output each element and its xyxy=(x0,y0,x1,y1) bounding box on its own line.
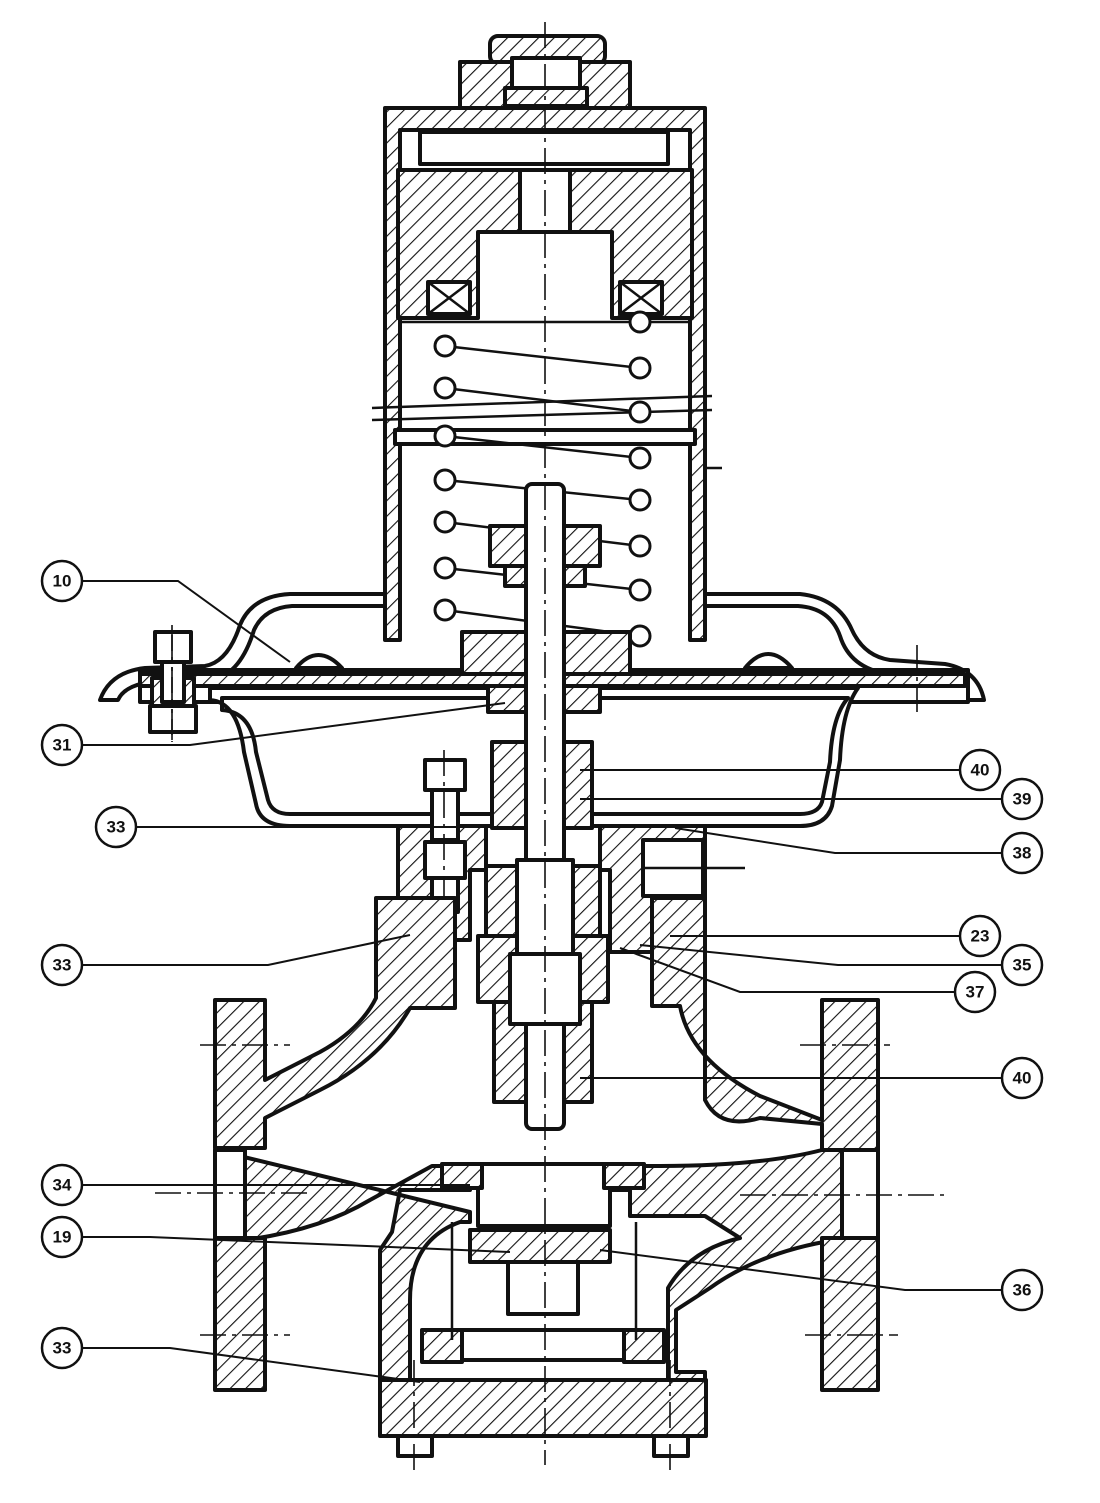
callout-label: 31 xyxy=(53,736,72,755)
callout-38: 38 xyxy=(1000,831,1044,875)
spring xyxy=(433,310,652,648)
callout-23: 23 xyxy=(958,914,1002,958)
callout-label: 39 xyxy=(1013,790,1032,809)
callout-19: 19 xyxy=(40,1215,84,1259)
callout-label: 35 xyxy=(1013,956,1032,975)
leader-lines xyxy=(82,580,1002,1383)
callout-35: 35 xyxy=(1000,943,1044,987)
callout-label: 33 xyxy=(53,956,72,975)
callout-label: 23 xyxy=(971,927,990,946)
callout-33-upper: 33 xyxy=(94,805,138,849)
callout-label: 10 xyxy=(53,572,72,591)
spring-housing xyxy=(371,106,722,642)
callout-label: 33 xyxy=(53,1339,72,1358)
callout-39: 39 xyxy=(1000,777,1044,821)
valve-body xyxy=(213,896,880,1470)
callout-label: 36 xyxy=(1013,1281,1032,1300)
callout-label: 33 xyxy=(107,818,126,837)
callout-40-lower: 40 xyxy=(1000,1056,1044,1100)
callout-label: 38 xyxy=(1013,844,1032,863)
callout-33-lower: 33 xyxy=(40,1326,84,1370)
callout-33-middle: 33 xyxy=(40,943,84,987)
callout-36: 36 xyxy=(1000,1268,1044,1312)
callout-37: 37 xyxy=(953,970,997,1014)
callout-10: 10 xyxy=(40,559,84,603)
callout-label: 40 xyxy=(1013,1069,1032,1088)
callout-label: 37 xyxy=(966,983,985,1002)
callout-label: 19 xyxy=(53,1228,72,1247)
center-lines xyxy=(155,22,945,1465)
callout-34: 34 xyxy=(40,1163,84,1207)
callout-40-upper: 40 xyxy=(958,748,1002,792)
callout-label: 40 xyxy=(971,761,990,780)
callout-31: 31 xyxy=(40,723,84,767)
callout-label: 34 xyxy=(53,1176,72,1195)
